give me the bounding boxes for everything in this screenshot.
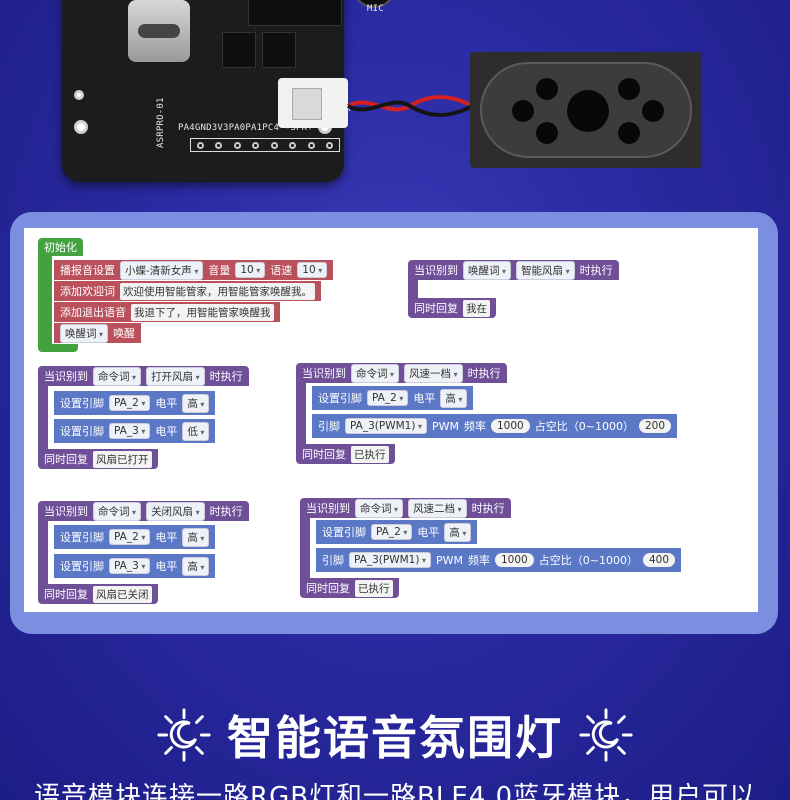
speed2-event-block[interactable]: 当识别到 命令词 风速二档 时执行: [300, 498, 511, 518]
set-pin-block[interactable]: 设置引脚 PA_3 电平 高: [54, 554, 216, 578]
set-pin-block[interactable]: 设置引脚 PA_2 电平 高: [54, 391, 216, 415]
volume-dropdown[interactable]: 10: [235, 262, 266, 278]
exit-text[interactable]: 我退下了，用智能管家唤醒我: [131, 303, 274, 321]
speaker-wire: [347, 95, 473, 117]
hardware-photo: MIC SPK PA4GND3V3PA0PA1PC4 -SPK+ ASRPRO-…: [0, 0, 790, 200]
chip: [262, 32, 296, 68]
block-canvas: 初始化 播报音设置 小蝶-清新女声 音量 10 语速 10 添加欢迎词 欢迎使用…: [24, 228, 758, 612]
wake-word-dropdown[interactable]: 智能风扇: [516, 260, 575, 280]
speaker-grille: [480, 62, 692, 158]
wake-reply[interactable]: 同时回复 我在: [408, 298, 496, 318]
welcome-text[interactable]: 欢迎使用智能管家，用智能管家唤醒我。: [120, 282, 315, 300]
moon-sun-icon: [157, 708, 211, 762]
pins-label: PA4GND3V3PA0PA1PC4 -SPK+: [178, 123, 313, 133]
speed2-reply[interactable]: 同时回复 已执行: [300, 578, 399, 598]
pin-header: [190, 138, 340, 152]
mount-hole: [74, 90, 84, 100]
mount-hole: [74, 120, 88, 134]
exit-voice-block[interactable]: 添加退出语音 我退下了，用智能管家唤醒我: [54, 302, 280, 322]
fan-on-event-block[interactable]: 当识别到 命令词 打开风扇 时执行: [38, 366, 249, 386]
voice-dropdown[interactable]: 小蝶-清新女声: [120, 260, 204, 280]
pwm-block[interactable]: 引脚 PA_3(PWM1) PWM 频率 1000 占空比（0~1000） 40…: [316, 548, 681, 572]
speaker: [470, 52, 702, 168]
set-pin-block[interactable]: 设置引脚 PA_2 电平 高: [54, 525, 216, 549]
tts-setting-block[interactable]: 播报音设置 小蝶-清新女声 音量 10 语速 10: [54, 260, 334, 280]
speed-dropdown[interactable]: 10: [297, 262, 328, 278]
init-block-header[interactable]: 初始化: [38, 238, 83, 256]
usb-c-port: [128, 0, 190, 62]
wake-word-block[interactable]: 唤醒词 唤醒: [54, 323, 142, 343]
model-label: ASRPRO-01: [156, 97, 166, 148]
fan-on-reply[interactable]: 同时回复 风扇已打开: [38, 449, 158, 469]
pwm-block[interactable]: 引脚 PA_3(PWM1) PWM 频率 1000 占空比（0~1000） 20…: [312, 414, 677, 438]
title-row: 智能语音氛围灯: [0, 700, 790, 770]
set-pin-block[interactable]: 设置引脚 PA_2 电平 高: [312, 386, 474, 410]
chip: [222, 32, 256, 68]
chip: [248, 0, 342, 26]
speed1-reply[interactable]: 同时回复 已执行: [296, 444, 395, 464]
moon-sun-icon: [579, 708, 633, 762]
subtitle: 语音模块连接一路RGB灯和一路BLE4.0蓝牙模块，用户可以: [34, 782, 757, 800]
fan-off-event-block[interactable]: 当识别到 命令词 关闭风扇 时执行: [38, 501, 249, 521]
set-pin-block[interactable]: 设置引脚 PA_2 电平 高: [316, 520, 478, 544]
fan-off-reply[interactable]: 同时回复 风扇已关闭: [38, 584, 158, 604]
mic-label: MIC: [367, 4, 384, 14]
page-title: 智能语音氛围灯: [227, 711, 563, 765]
speaker-connector: [278, 78, 348, 128]
welcome-block[interactable]: 添加欢迎词 欢迎使用智能管家，用智能管家唤醒我。: [54, 281, 321, 301]
set-pin-block[interactable]: 设置引脚 PA_3 电平 低: [54, 419, 216, 443]
init-label: 初始化: [44, 241, 77, 254]
wake-event-block[interactable]: 当识别到 唤醒词 智能风扇 时执行: [408, 260, 619, 280]
init-block-spine: [38, 240, 52, 350]
speed1-event-block[interactable]: 当识别到 命令词 风速一档 时执行: [296, 363, 507, 383]
